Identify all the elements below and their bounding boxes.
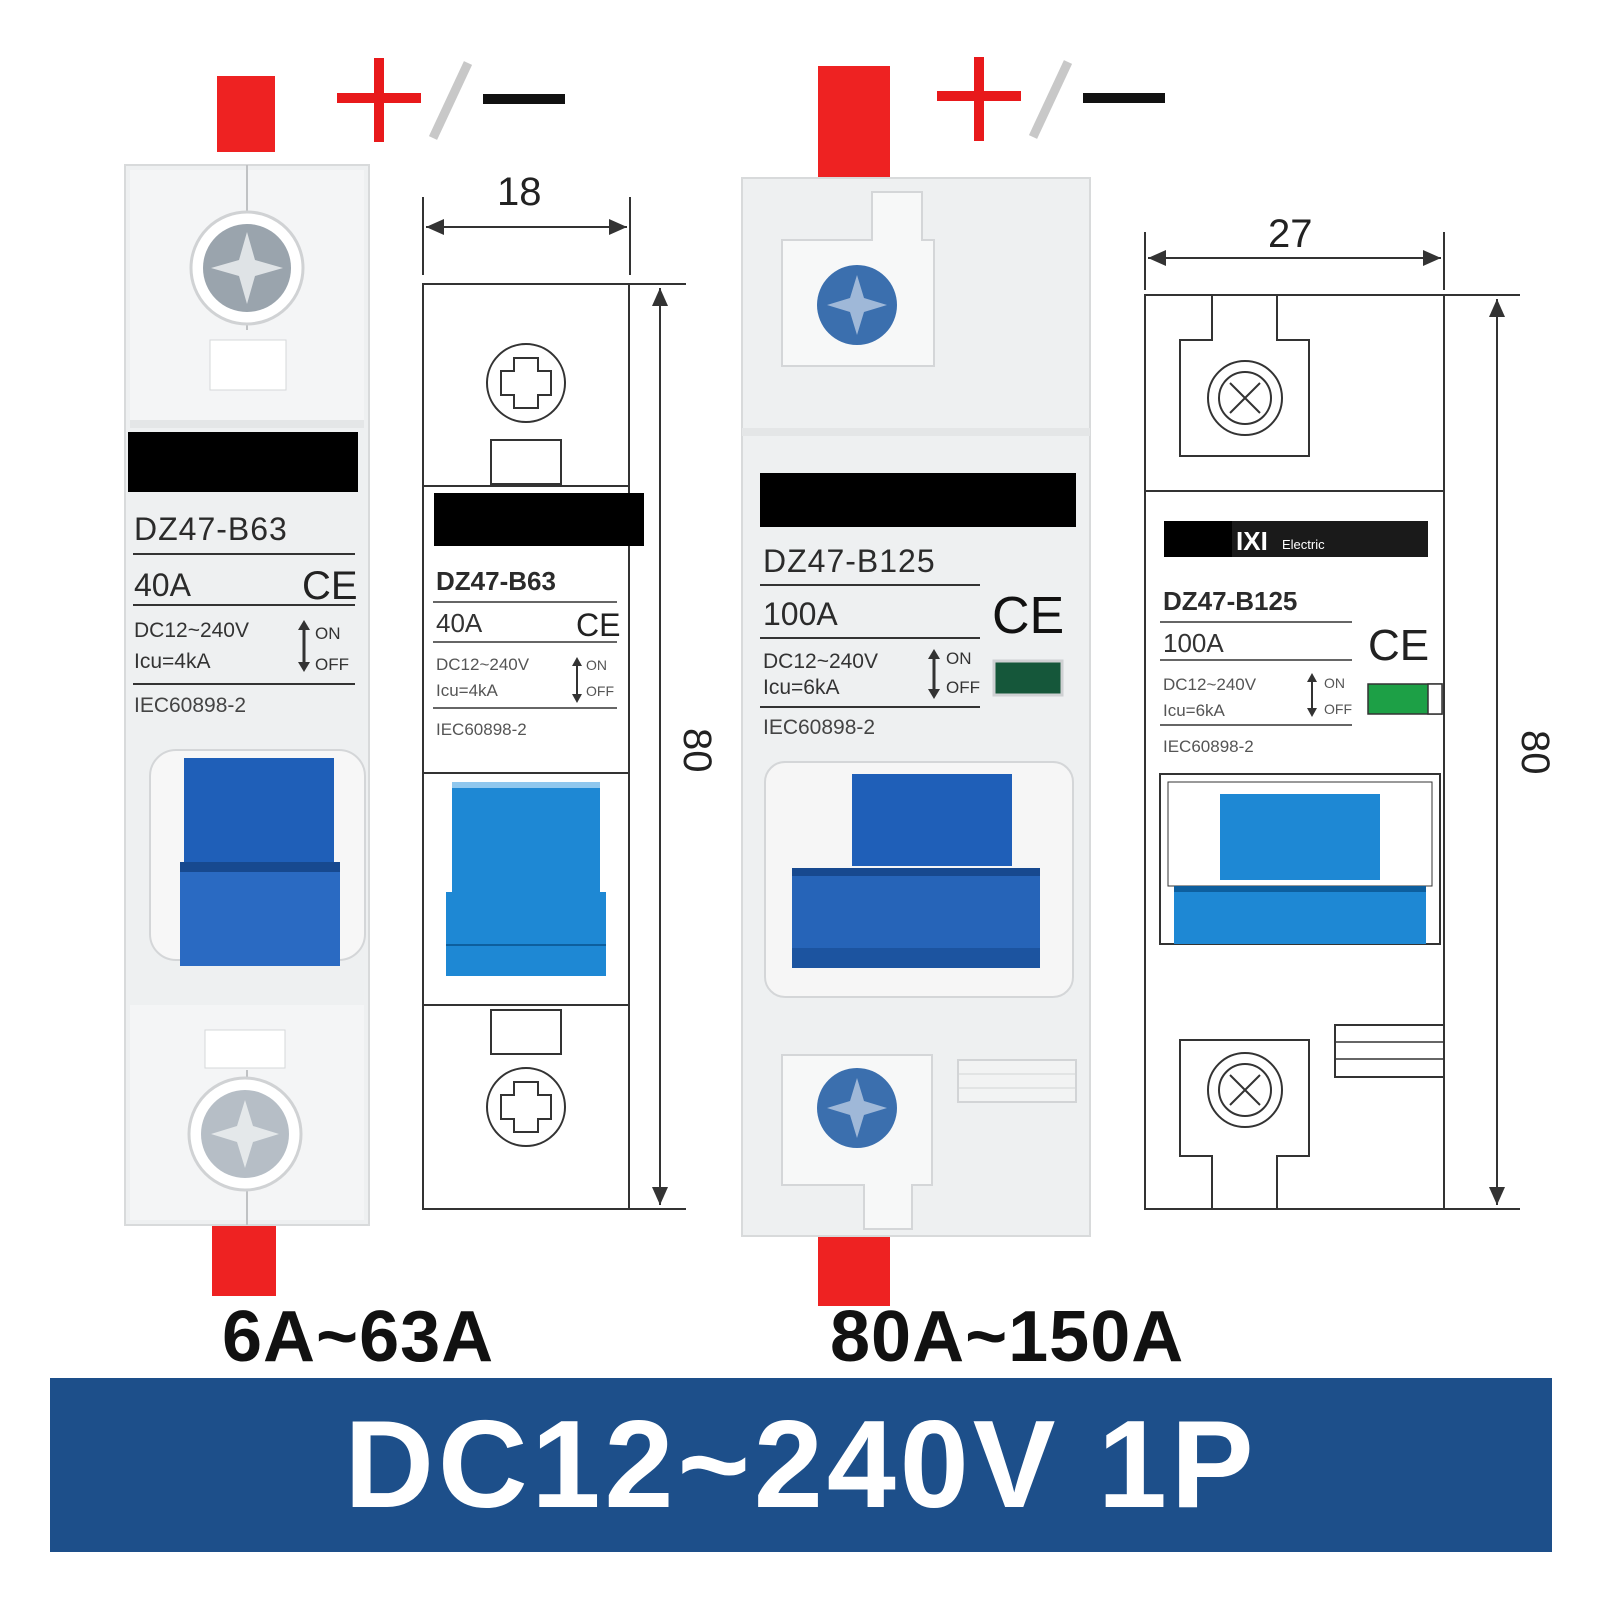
- current-rating: 40A: [436, 608, 483, 638]
- banner-text: DC12~240V 1P: [344, 1396, 1258, 1534]
- off-label: OFF: [1324, 701, 1352, 717]
- large-range-label: 80A~150A: [830, 1297, 1185, 1377]
- redacted-brand: [760, 473, 1076, 527]
- ce-mark: CE: [1368, 621, 1429, 670]
- voltage-banner: DC12~240V 1P: [50, 1378, 1552, 1552]
- standard-label: IEC60898-2: [763, 716, 875, 739]
- ce-mark: CE: [576, 607, 620, 643]
- bottom-terminal-red: [818, 1232, 890, 1306]
- icu-label: Icu=4kA: [134, 650, 210, 673]
- bottom-terminal-red: [212, 1224, 276, 1296]
- off-label: OFF: [946, 678, 980, 697]
- screw-icon: [486, 1067, 566, 1147]
- status-indicator: [992, 659, 1064, 697]
- top-terminal-red: [217, 76, 275, 152]
- standard-label: IEC60898-2: [134, 694, 246, 717]
- model-label: DZ47-B63: [436, 566, 556, 596]
- small-range-label: 6A~63A: [222, 1297, 495, 1377]
- large-breaker-drawing: [1144, 232, 1520, 1210]
- width-dimension: 27: [1268, 212, 1313, 256]
- standard-label: IEC60898-2: [1163, 737, 1254, 756]
- minus-sign: [1083, 93, 1165, 103]
- toggle-lever: [180, 862, 340, 966]
- icu-label: Icu=6kA: [1163, 701, 1226, 720]
- current-rating: 100A: [763, 596, 838, 632]
- redacted-brand: [1164, 521, 1232, 557]
- polarity-symbol-left: [337, 58, 565, 142]
- top-terminal-red: [818, 66, 890, 178]
- height-dimension: 80: [675, 728, 719, 773]
- slash: [428, 61, 473, 140]
- screw-icon: [486, 343, 566, 423]
- brand-suffix: Electric: [1282, 537, 1325, 552]
- plus-sign-v: [974, 57, 984, 141]
- voltage-label: DC12~240V: [134, 619, 249, 642]
- model-label: DZ47-B63: [134, 511, 288, 547]
- toggle-upper: [184, 758, 334, 868]
- product-illustration: DZ47-B63 40A CE DC12~240V Icu=4kA ON OFF…: [124, 57, 1557, 1306]
- small-breaker-drawing: [422, 197, 686, 1210]
- height-dimension: 80: [1513, 730, 1557, 775]
- width-dimension: 18: [497, 170, 542, 214]
- icu-label: Icu=6kA: [763, 676, 839, 699]
- off-label: OFF: [586, 683, 614, 699]
- on-label: ON: [946, 649, 972, 668]
- on-label: ON: [315, 624, 341, 643]
- on-label: ON: [1324, 675, 1345, 691]
- redacted-brand: [128, 432, 358, 492]
- slash: [1028, 60, 1073, 139]
- toggle-upper: [852, 774, 1012, 866]
- voltage-label: DC12~240V: [1163, 675, 1257, 694]
- off-label: OFF: [315, 655, 349, 674]
- redacted-brand: [434, 493, 644, 546]
- drawing-outline: [1144, 294, 1445, 1210]
- model-label: DZ47-B125: [1163, 586, 1297, 616]
- model-label: DZ47-B125: [763, 543, 936, 579]
- current-rating: 100A: [1163, 628, 1224, 658]
- icu-label: Icu=4kA: [436, 681, 499, 700]
- polarity-symbol-right: [937, 57, 1165, 141]
- ce-mark: CE: [992, 587, 1064, 645]
- small-breaker-photo: [124, 164, 370, 1226]
- on-label: ON: [586, 657, 607, 673]
- toggle-drawing: [452, 782, 600, 892]
- current-rating: 40A: [134, 567, 192, 603]
- toggle-drawing: [1220, 794, 1380, 880]
- brand-name-partial: IXI: [1236, 526, 1268, 556]
- voltage-label: DC12~240V: [763, 650, 878, 673]
- voltage-label: DC12~240V: [436, 655, 530, 674]
- minus-sign: [483, 94, 565, 104]
- plus-sign-v: [374, 58, 384, 142]
- ce-mark: CE: [302, 564, 358, 608]
- standard-label: IEC60898-2: [436, 720, 527, 739]
- screw-icon: [1207, 360, 1283, 436]
- screw-icon: [1207, 1052, 1283, 1128]
- large-breaker-photo: [741, 177, 1091, 1237]
